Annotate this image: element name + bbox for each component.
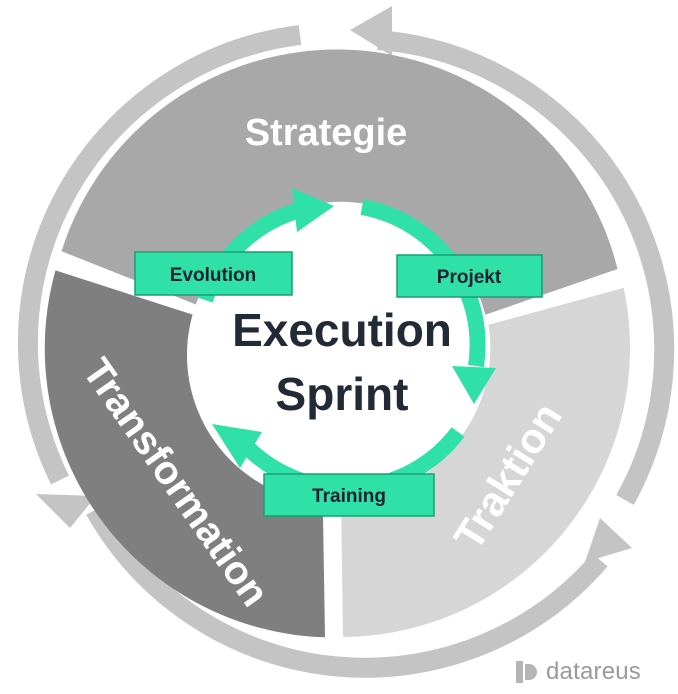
segment-strategie xyxy=(61,49,618,315)
tag-evolution: Evolution xyxy=(134,251,293,296)
center-title-line2: Sprint xyxy=(276,368,409,420)
outer-ring-arc-left xyxy=(17,25,302,485)
green-arrowhead-top-icon xyxy=(292,188,334,232)
outer-arrowhead-right-icon xyxy=(585,518,632,562)
tag-projekt: Projekt xyxy=(396,254,543,298)
tag-evolution-box xyxy=(134,251,293,296)
green-arrowhead-right-icon xyxy=(452,366,496,404)
outer-arrowhead-left-icon xyxy=(36,494,96,528)
tag-projekt-box xyxy=(396,254,543,298)
segment-label-strategie: Strategie xyxy=(245,112,408,154)
center-title-line1: Execution xyxy=(232,304,452,356)
tag-projekt-label: Projekt xyxy=(437,267,502,288)
outer-ring-arc-top xyxy=(377,30,675,505)
outer-cycle-ring xyxy=(17,6,675,678)
tag-training-label: Training xyxy=(312,486,386,507)
tag-training-box xyxy=(263,473,435,517)
segment-transformation xyxy=(44,270,325,638)
tag-evolution-label: Evolution xyxy=(170,265,257,286)
tag-training: Training xyxy=(263,473,435,517)
brand-name: datareus xyxy=(546,658,641,685)
outer-arrowhead-top-icon xyxy=(350,6,392,56)
brand-logo: datareus xyxy=(516,658,641,686)
datareus-logo-icon xyxy=(516,661,537,683)
segment-traktion xyxy=(341,287,631,637)
outer-ring-arc-right xyxy=(86,505,608,678)
green-arrowhead-bottom-icon xyxy=(212,424,262,468)
segment-ring xyxy=(44,49,631,638)
